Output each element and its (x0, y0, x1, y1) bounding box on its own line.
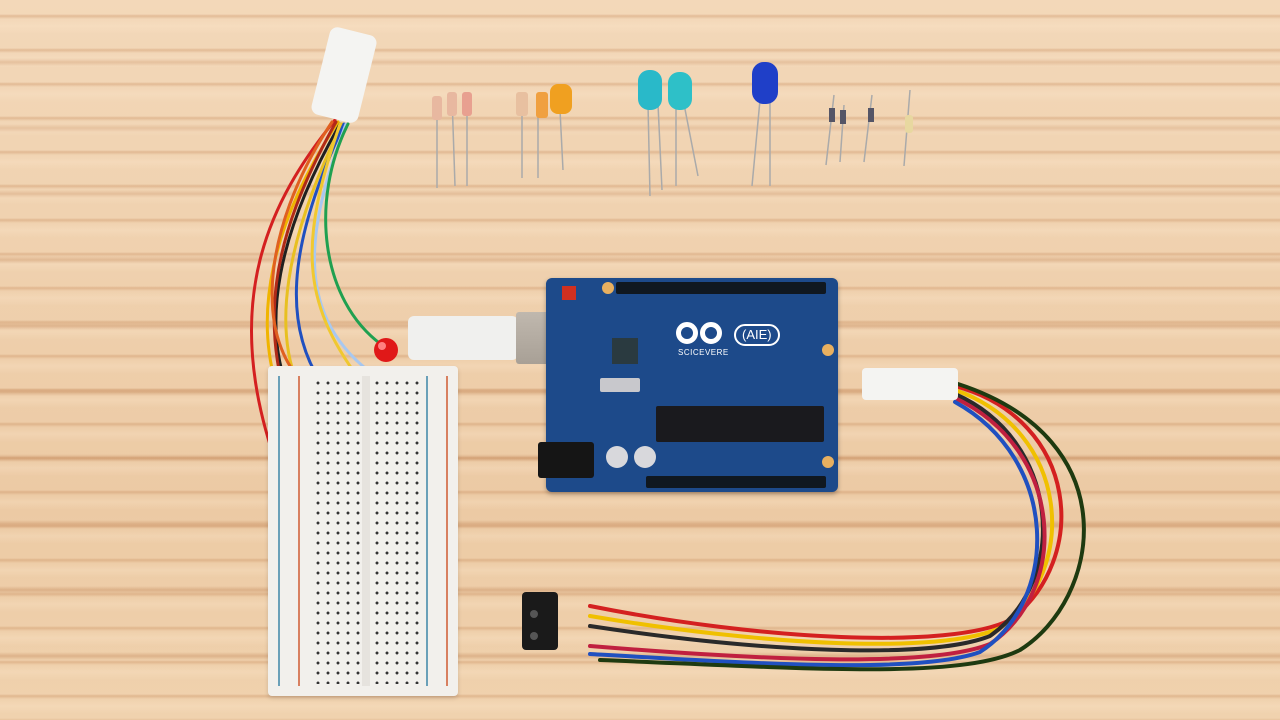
atmega-chip (656, 406, 824, 442)
board-sublabel: SCICEVERE (678, 348, 729, 357)
wire-connector (311, 27, 377, 123)
power-jack (538, 442, 594, 478)
board-label: (AIE) (734, 324, 780, 346)
breadboard (268, 366, 458, 696)
amber-led (550, 84, 572, 114)
cyan-led-2 (668, 72, 692, 110)
blue-led (752, 62, 778, 104)
usb-cable-plug (408, 316, 518, 360)
harness-connector (862, 368, 958, 400)
infinity-logo-icon (676, 322, 722, 344)
ir-sensor-module (522, 592, 558, 650)
arduino-board: (AIE) SCICEVERE (538, 278, 838, 492)
usb-chip (612, 338, 638, 364)
cyan-led-1 (638, 70, 662, 110)
